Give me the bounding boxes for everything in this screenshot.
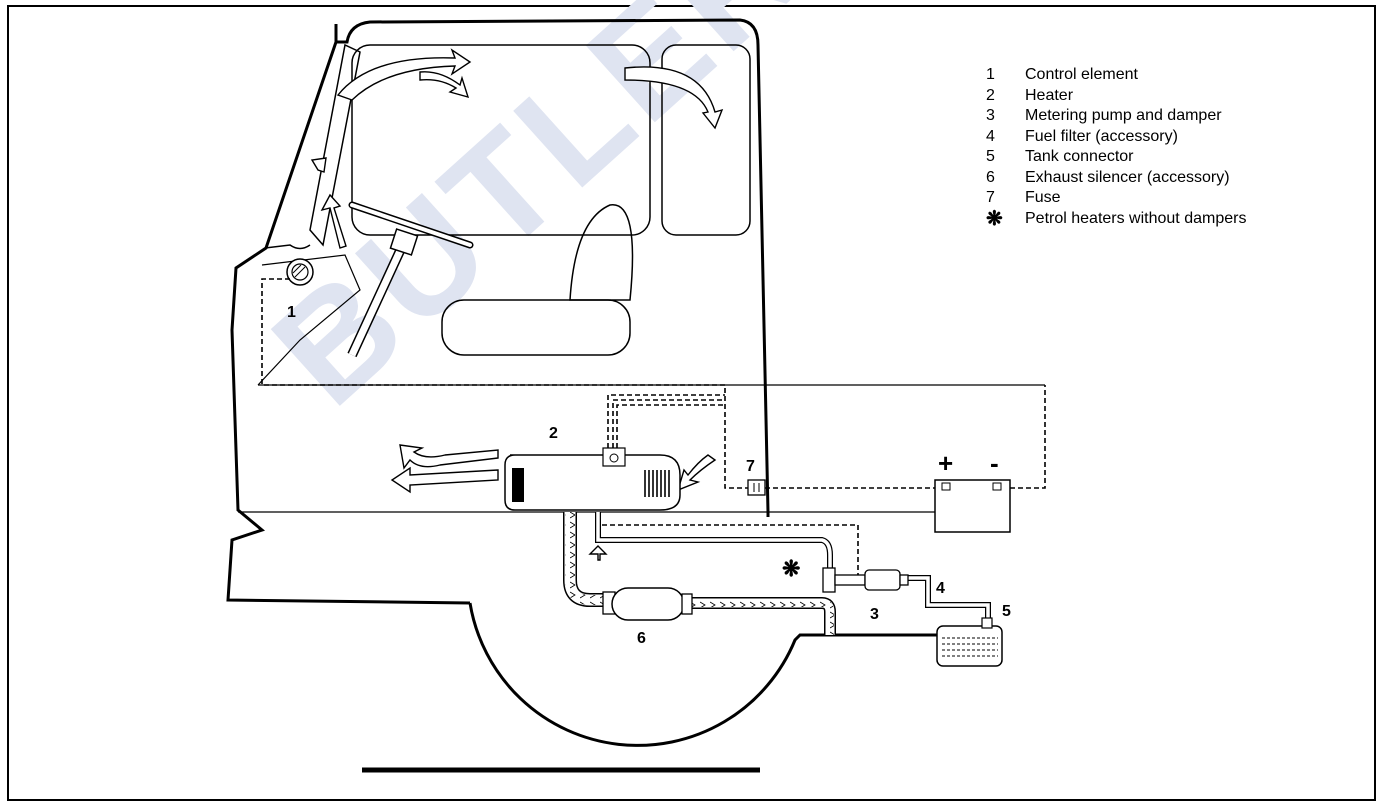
airflow-arrows [310, 48, 724, 561]
legend-item: 6 Exhaust silencer (accessory) [986, 168, 1246, 189]
legend-text: Petrol heaters without dampers [1025, 209, 1247, 227]
exhaust-silencer [602, 587, 693, 621]
legend-item: 5 Tank connector [986, 147, 1246, 168]
callout-7: 7 [746, 458, 755, 475]
side-window [351, 44, 651, 236]
seat-cushion [441, 299, 631, 356]
callout-5: 5 [1002, 603, 1011, 620]
legend-number: 3 [986, 107, 995, 124]
legend-text: Control element [1025, 66, 1138, 83]
legend-item: 2 Heater [986, 86, 1246, 107]
seat-back [569, 204, 634, 301]
callout-1: 1 [287, 304, 296, 321]
cab-inner-line [264, 244, 311, 250]
callout-6: 6 [637, 630, 646, 647]
legend-item: 7 Fuse [986, 188, 1246, 209]
diagram-frame [7, 5, 1376, 801]
legend: 1 Control element 2 Heater 3 Metering pu… [986, 65, 1246, 229]
legend-text: Metering pump and damper [1025, 107, 1222, 124]
damper-symbol-icon: ❋ [782, 556, 801, 581]
legend-text: Fuel filter (accessory) [1025, 127, 1178, 145]
wheel-arch [468, 602, 985, 747]
legend-item: 1 Control element [986, 65, 1246, 86]
dash-panel [257, 254, 361, 386]
battery-minus-label: - [990, 448, 999, 478]
legend-number: 6 [986, 168, 995, 186]
rear-window [661, 44, 751, 236]
legend-number: 1 [986, 66, 995, 83]
heater [504, 447, 681, 511]
legend-number: 2 [986, 86, 995, 104]
wiring [261, 278, 1046, 578]
fuel-line [595, 512, 991, 620]
fuel-tank [936, 617, 1003, 667]
callout-3: 3 [870, 606, 879, 623]
exhaust-pipe [563, 512, 836, 635]
legend-number: 5 [986, 148, 995, 165]
legend-number: 4 [986, 127, 995, 145]
callout-2: 2 [549, 425, 558, 442]
cab-front [226, 41, 471, 605]
battery-plus-label: + [938, 448, 954, 478]
legend-item: 4 Fuel filter (accessory) [986, 127, 1246, 148]
metering-pump [822, 567, 909, 593]
control-element [286, 258, 314, 286]
battery [934, 479, 1011, 533]
fuse [747, 479, 766, 496]
legend-text: Tank connector [1025, 148, 1134, 165]
legend-text: Exhaust silencer (accessory) [1025, 168, 1230, 186]
legend-number: 7 [986, 189, 995, 206]
legend-text: Heater [1025, 86, 1074, 104]
legend-text: Fuse [1025, 189, 1061, 206]
legend-item: 3 Metering pump and damper [986, 106, 1246, 127]
cab-outline [334, 18, 770, 513]
callout-4: 4 [936, 580, 945, 597]
damper-symbol-icon: ❋ [986, 207, 1003, 230]
legend-item: ❋ Petrol heaters without dampers [986, 207, 1247, 230]
